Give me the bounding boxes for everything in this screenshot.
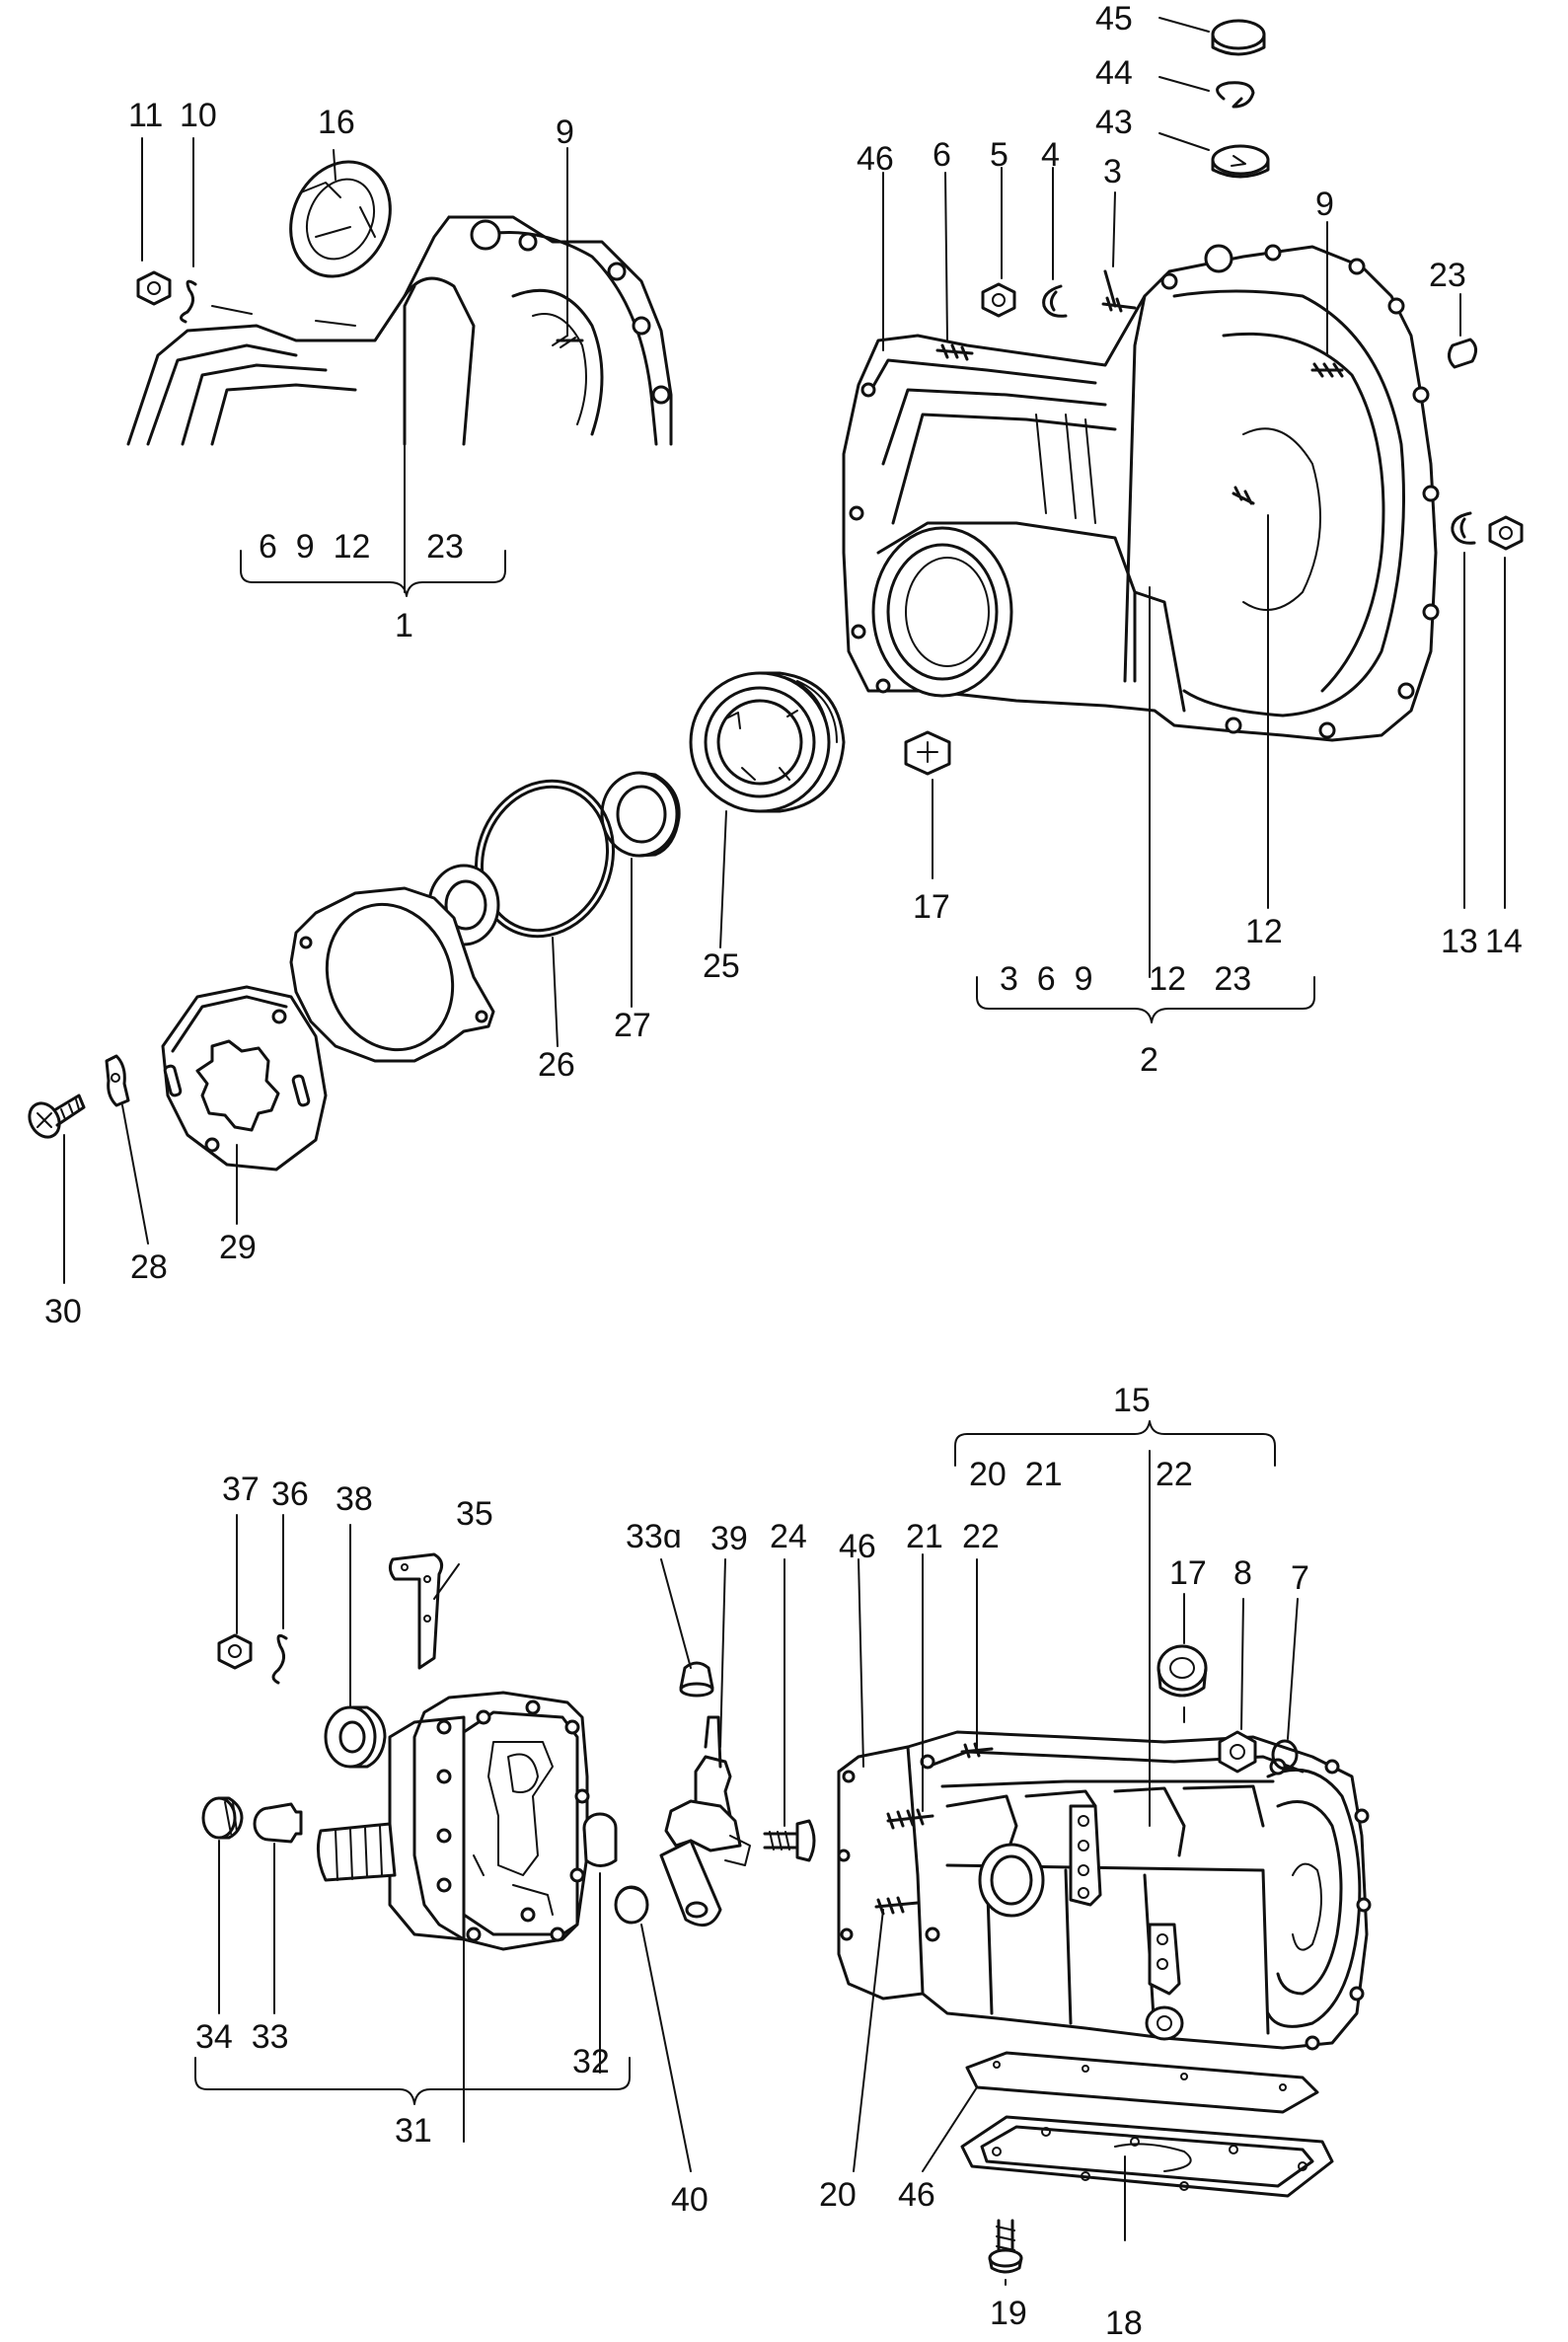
callout-6: 6 <box>933 136 951 174</box>
callout-17: 17 <box>913 888 950 926</box>
cover-16-drawing <box>289 160 392 278</box>
callout-16: 16 <box>318 104 355 141</box>
callout-19: 19 <box>990 2295 1027 2332</box>
callout-15: 15 <box>1113 1382 1151 1419</box>
callout-46c: 46 <box>898 2176 935 2214</box>
callout-9b: 9 <box>1315 186 1334 223</box>
callout-11: 11 <box>128 97 163 134</box>
callout-30: 30 <box>44 1293 82 1330</box>
leaders-bottom-left <box>194 1514 785 2172</box>
lock-plate-28-drawing <box>105 1054 130 1107</box>
lever-39-drawing <box>659 1715 751 1927</box>
group-1-contents: 6 9 12 23 <box>259 528 464 566</box>
callout-44: 44 <box>1095 54 1133 92</box>
circlip-44-drawing <box>1216 81 1255 109</box>
spline-plate-29-drawing <box>161 985 328 1171</box>
callout-1: 1 <box>395 607 413 644</box>
cap-45-drawing <box>1211 19 1266 56</box>
ring-27-drawing <box>600 771 681 858</box>
plug-8-drawing <box>1218 1730 1257 1774</box>
callout-23: 23 <box>1429 257 1466 294</box>
plug-17-drawing <box>904 730 951 776</box>
callout-39: 39 <box>710 1520 748 1557</box>
o-ring-26-drawing <box>474 779 616 939</box>
callout-38: 38 <box>336 1480 373 1518</box>
cap-33a-drawing <box>679 1661 714 1698</box>
callout-36: 36 <box>271 1475 309 1513</box>
callout-13: 13 <box>1441 923 1478 960</box>
nut-37-drawing <box>217 1633 253 1670</box>
bolt-24-drawing <box>763 1819 816 1862</box>
callout-21: 21 <box>906 1518 943 1555</box>
callout-46b: 46 <box>839 1528 876 1565</box>
bolt-30-drawing <box>28 1094 86 1139</box>
callout-46: 46 <box>857 140 894 178</box>
stud-3-drawing <box>1103 269 1117 308</box>
bolt-19-drawing <box>988 2219 1023 2274</box>
callout-4: 4 <box>1041 136 1060 174</box>
callout-20: 20 <box>819 2176 857 2214</box>
group-31-left: 34 33 <box>195 2018 289 2056</box>
callout-5: 5 <box>990 136 1008 174</box>
plate-drawing <box>289 886 495 1063</box>
housing-2-drawing <box>842 244 1440 742</box>
callout-28: 28 <box>130 1248 168 1286</box>
nut-14-drawing <box>1488 515 1524 551</box>
callout-7: 7 <box>1291 1559 1309 1597</box>
gasket-35-drawing <box>388 1552 444 1670</box>
callout-35: 35 <box>456 1495 493 1533</box>
lock-washer-10-drawing <box>180 279 197 324</box>
callout-24: 24 <box>770 1518 807 1555</box>
nut-5-drawing <box>981 282 1016 318</box>
washer-13-drawing <box>1451 511 1476 545</box>
washer-7-drawing <box>1271 1739 1299 1771</box>
bush-32-drawing <box>582 1812 618 1867</box>
callout-22: 22 <box>962 1518 1000 1555</box>
group-31-right: 32 <box>572 2043 610 2080</box>
callout-26: 26 <box>538 1046 575 1084</box>
leaders-top-left <box>141 137 568 597</box>
rear-cover-31-drawing <box>316 1691 590 1951</box>
callout-3: 3 <box>1103 153 1122 190</box>
bearing-carrier-25-drawing <box>689 671 846 813</box>
callout-labels: 11 10 16 9 6 9 12 23 1 45 44 43 46 6 5 4… <box>44 0 1523 2342</box>
callout-33a: 33ɑ <box>626 1518 682 1555</box>
callout-12: 12 <box>1245 913 1283 950</box>
callout-27: 27 <box>614 1007 651 1044</box>
callout-29: 29 <box>219 1229 257 1266</box>
callout-45: 45 <box>1095 0 1133 38</box>
lock-washer-36-drawing <box>271 1633 288 1685</box>
callout-40: 40 <box>671 2181 709 2219</box>
callout-8: 8 <box>1233 1554 1252 1592</box>
callout-10: 10 <box>180 97 217 134</box>
callout-18: 18 <box>1105 2304 1143 2342</box>
plug-40-drawing <box>614 1885 649 1925</box>
group-2-contents: 3 6 9 12 23 <box>1000 960 1251 998</box>
leaders-bottom-right <box>853 1420 1299 2286</box>
seal-38-drawing <box>324 1705 387 1769</box>
washer-4-drawing <box>1042 284 1068 318</box>
callout-14: 14 <box>1485 923 1523 960</box>
callout-25: 25 <box>703 947 740 985</box>
plug-34-drawing <box>201 1796 244 1840</box>
washer-43-drawing <box>1211 144 1270 179</box>
callout-2: 2 <box>1140 1041 1158 1079</box>
bush-33-drawing <box>253 1802 303 1844</box>
nut-11-drawing <box>136 270 172 306</box>
callout-17b: 17 <box>1169 1554 1207 1592</box>
leaders-top-right <box>882 17 1506 1023</box>
callout-31: 31 <box>395 2112 432 2150</box>
dowel-23-drawing <box>1448 338 1477 369</box>
group-15-contents: 20 21 22 <box>969 1456 1193 1493</box>
housing-1-drawing <box>126 215 673 446</box>
leaders-middle <box>63 810 727 1284</box>
oil-pan-18-drawing <box>960 2115 1334 2198</box>
gasket-46-drawing <box>965 2051 1319 2114</box>
callout-43: 43 <box>1095 104 1133 141</box>
callout-37: 37 <box>222 1471 260 1508</box>
plug-17b-drawing <box>1157 1644 1208 1698</box>
callout-9: 9 <box>556 113 574 151</box>
main-case-15-drawing <box>837 1730 1372 2051</box>
